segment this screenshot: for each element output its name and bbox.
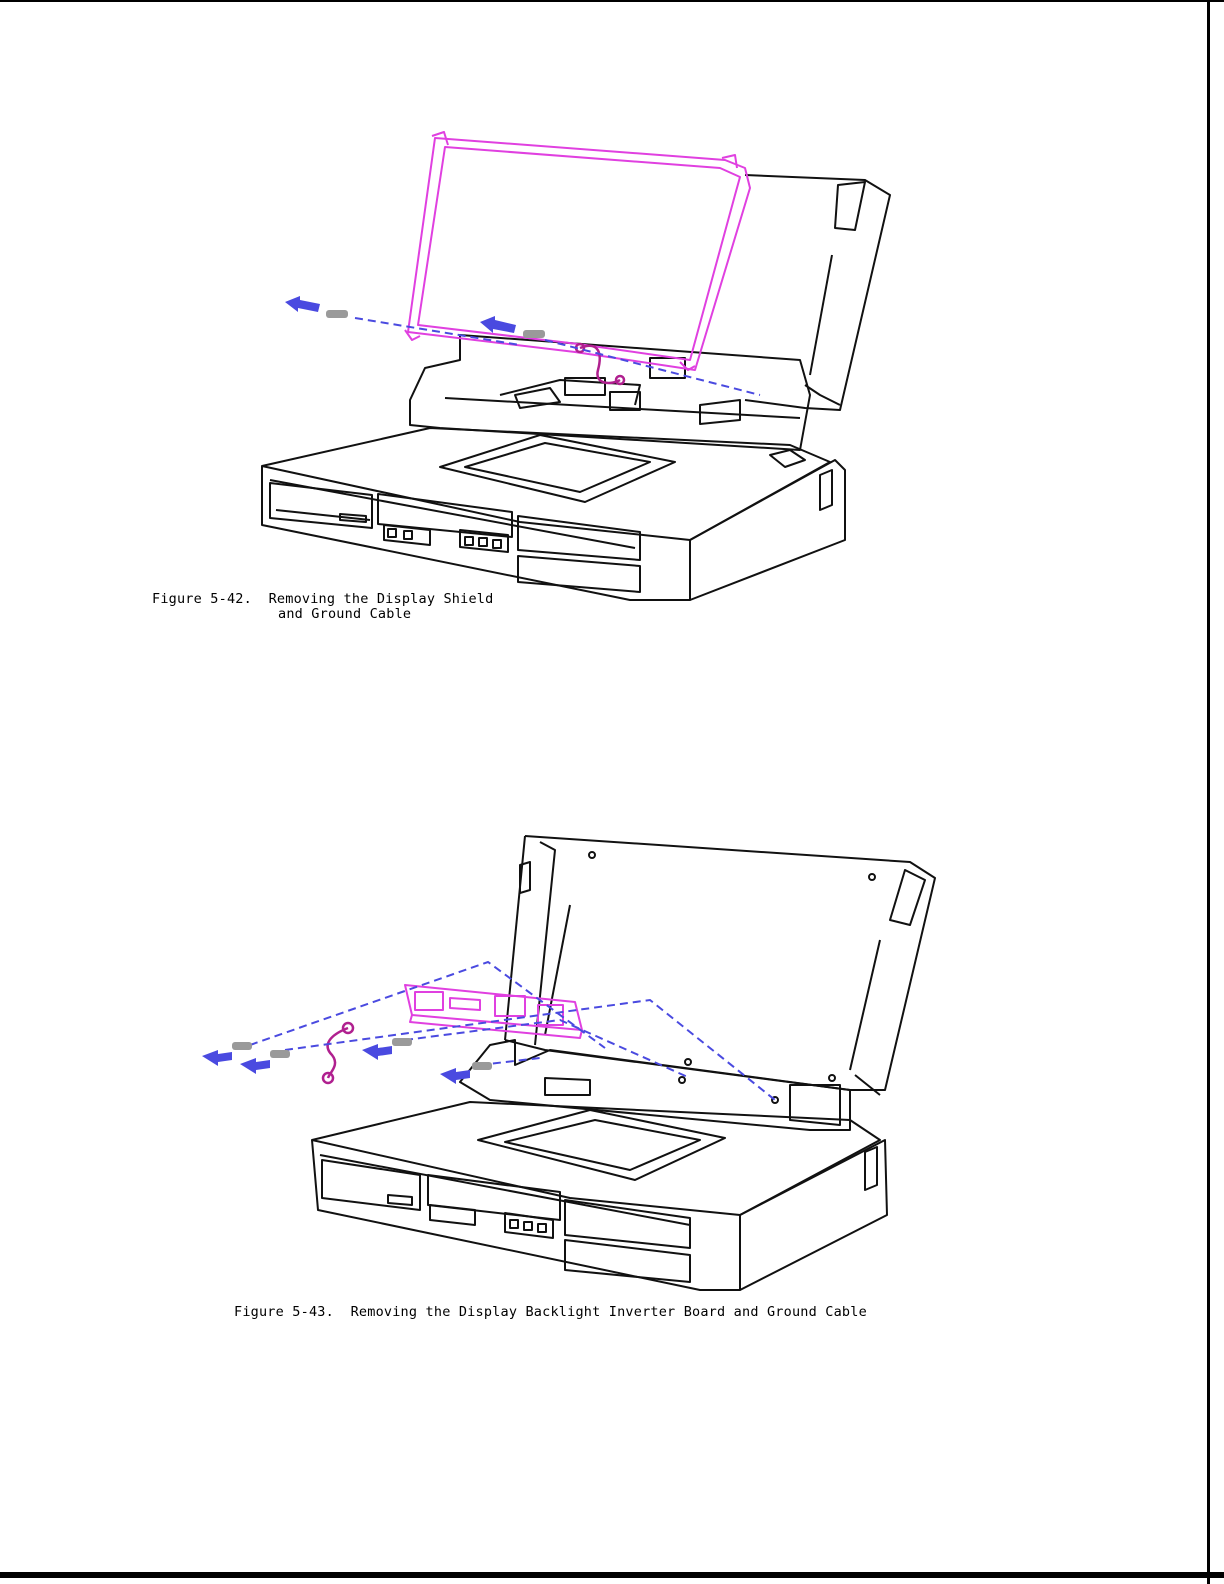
figure-5-43-title: Removing the Display Backlight Inverter …: [351, 1304, 867, 1320]
figure-5-43-caption: Figure 5-43. Removing the Display Backli…: [234, 1305, 867, 1320]
figure-5-42-illustration: [0, 120, 1224, 620]
figure-5-42-caption-line2: and Ground Cable: [278, 607, 411, 622]
figure-5-43-illustration: [0, 830, 1224, 1305]
figure-5-42-caption: Figure 5-42. Removing the Display Shield: [152, 592, 493, 607]
figure-5-43-number: Figure 5-43.: [234, 1304, 334, 1320]
figure-5-42-title-line1: Removing the Display Shield: [269, 591, 494, 607]
page-bottom-border: [0, 1572, 1224, 1578]
figure-5-42-number: Figure 5-42.: [152, 591, 252, 607]
page-top-border: [0, 0, 1224, 2]
